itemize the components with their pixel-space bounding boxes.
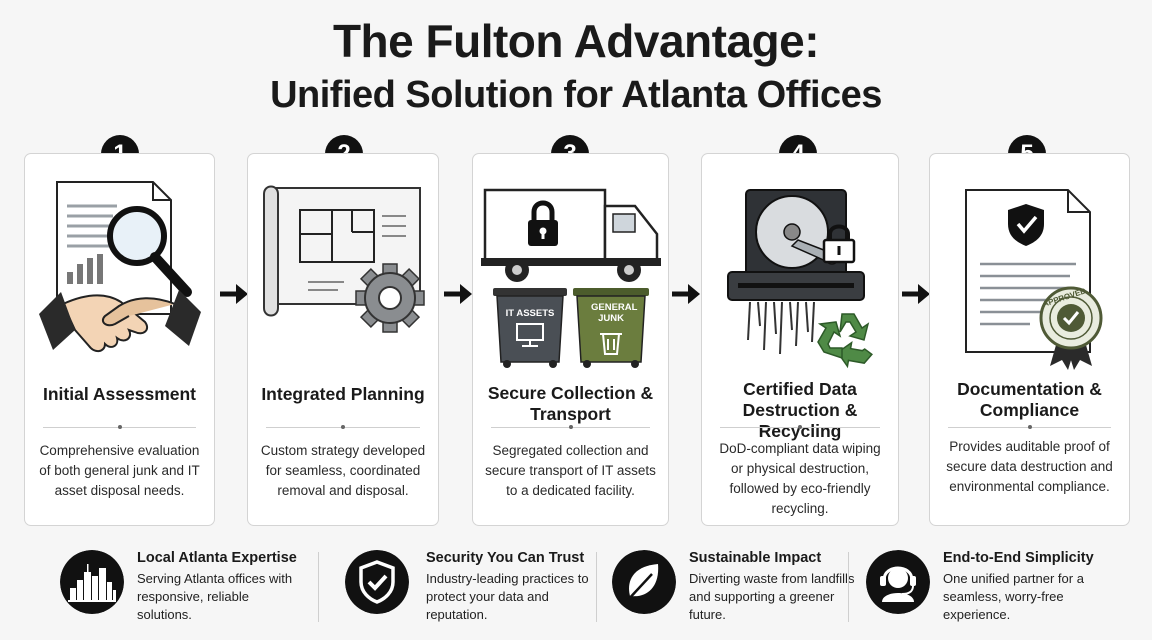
step-divider-1 xyxy=(43,425,196,429)
step-title-1: Initial Assessment xyxy=(42,384,197,404)
document-magnifier-handshake-icon xyxy=(39,181,201,352)
shield-check-icon xyxy=(345,550,409,614)
page-title: The Fulton Advantage: xyxy=(332,15,820,67)
blueprint-gear-icon xyxy=(263,185,425,333)
step-title-3: Secure Collection & Transport xyxy=(487,383,654,424)
step-card-5: APPROVED Documentation & Compliance Prov… xyxy=(929,153,1130,526)
feature-description: One unified partner for a seamless, worr… xyxy=(943,571,1084,622)
feature-title: Security You Can Trust xyxy=(426,550,585,566)
city-skyline-icon xyxy=(60,550,124,614)
leaf-icon xyxy=(612,550,676,614)
feature-end-to-end: End-to-End Simplicity One unified partne… xyxy=(866,548,1116,628)
feature-description: Diverting waste from landfills and suppo… xyxy=(689,571,855,622)
step-description-1: Comprehensive evaluation of both general… xyxy=(39,443,200,498)
arrow-right-icon xyxy=(902,284,930,304)
arrow-right-icon xyxy=(444,284,472,304)
step-divider-5 xyxy=(948,425,1111,429)
step-divider-3 xyxy=(491,425,650,429)
feature-separator xyxy=(318,552,319,622)
arrow-right-icon xyxy=(672,284,700,304)
step-card-1: Initial Assessment Comprehensive evaluat… xyxy=(24,153,215,526)
step-description-5: Provides auditable proof of secure data … xyxy=(946,439,1113,494)
step-description-4: DoD-compliant data wiping or physical de… xyxy=(719,441,881,516)
feature-title: End-to-End Simplicity xyxy=(943,550,1094,566)
locked-truck-bins-icon: IT ASSETS GENERAL JUNK xyxy=(481,188,661,368)
step-divider-4 xyxy=(720,425,880,429)
bin-label-it-assets: IT ASSETS xyxy=(506,308,555,319)
step-title-2: Integrated Planning xyxy=(261,384,425,404)
step-card-3: IT ASSETS GENERAL JUNK Secure Collection… xyxy=(472,153,669,526)
arrow-right-icon xyxy=(220,284,248,304)
step-description-3: Segregated collection and secure transpo… xyxy=(485,443,656,498)
certificate-approved-seal-icon: APPROVED xyxy=(965,189,1103,370)
feature-description: Industry-leading practices to protect yo… xyxy=(426,571,589,622)
step-divider-2 xyxy=(266,425,420,429)
feature-title: Local Atlanta Expertise xyxy=(137,550,297,566)
feature-local-expertise: Local Atlanta Expertise Serving Atlanta … xyxy=(60,548,310,628)
feature-title: Sustainable Impact xyxy=(689,550,822,566)
step-title-4: Certified Data Destruction & Recycling xyxy=(742,379,858,441)
hard-drive-shredder-recycle-icon xyxy=(727,189,873,369)
step-card-2: Integrated Planning Custom strategy deve… xyxy=(247,153,439,526)
feature-description: Serving Atlanta offices with responsive,… xyxy=(137,571,293,622)
feature-sustainable-impact: Sustainable Impact Diverting waste from … xyxy=(612,548,854,628)
bin-label-general-junk: GENERAL JUNK xyxy=(591,302,638,324)
step-title-5: Documentation & Compliance xyxy=(957,379,1102,420)
feature-separator xyxy=(596,552,597,622)
feature-security: Security You Can Trust Industry-leading … xyxy=(345,548,595,628)
feature-separator xyxy=(848,552,849,622)
step-description-2: Custom strategy developed for seamless, … xyxy=(260,443,426,498)
page-subtitle: Unified Solution for Atlanta Offices xyxy=(270,74,882,116)
step-card-4: Certified Data Destruction & Recycling D… xyxy=(701,153,899,526)
headset-agent-icon xyxy=(866,550,930,614)
